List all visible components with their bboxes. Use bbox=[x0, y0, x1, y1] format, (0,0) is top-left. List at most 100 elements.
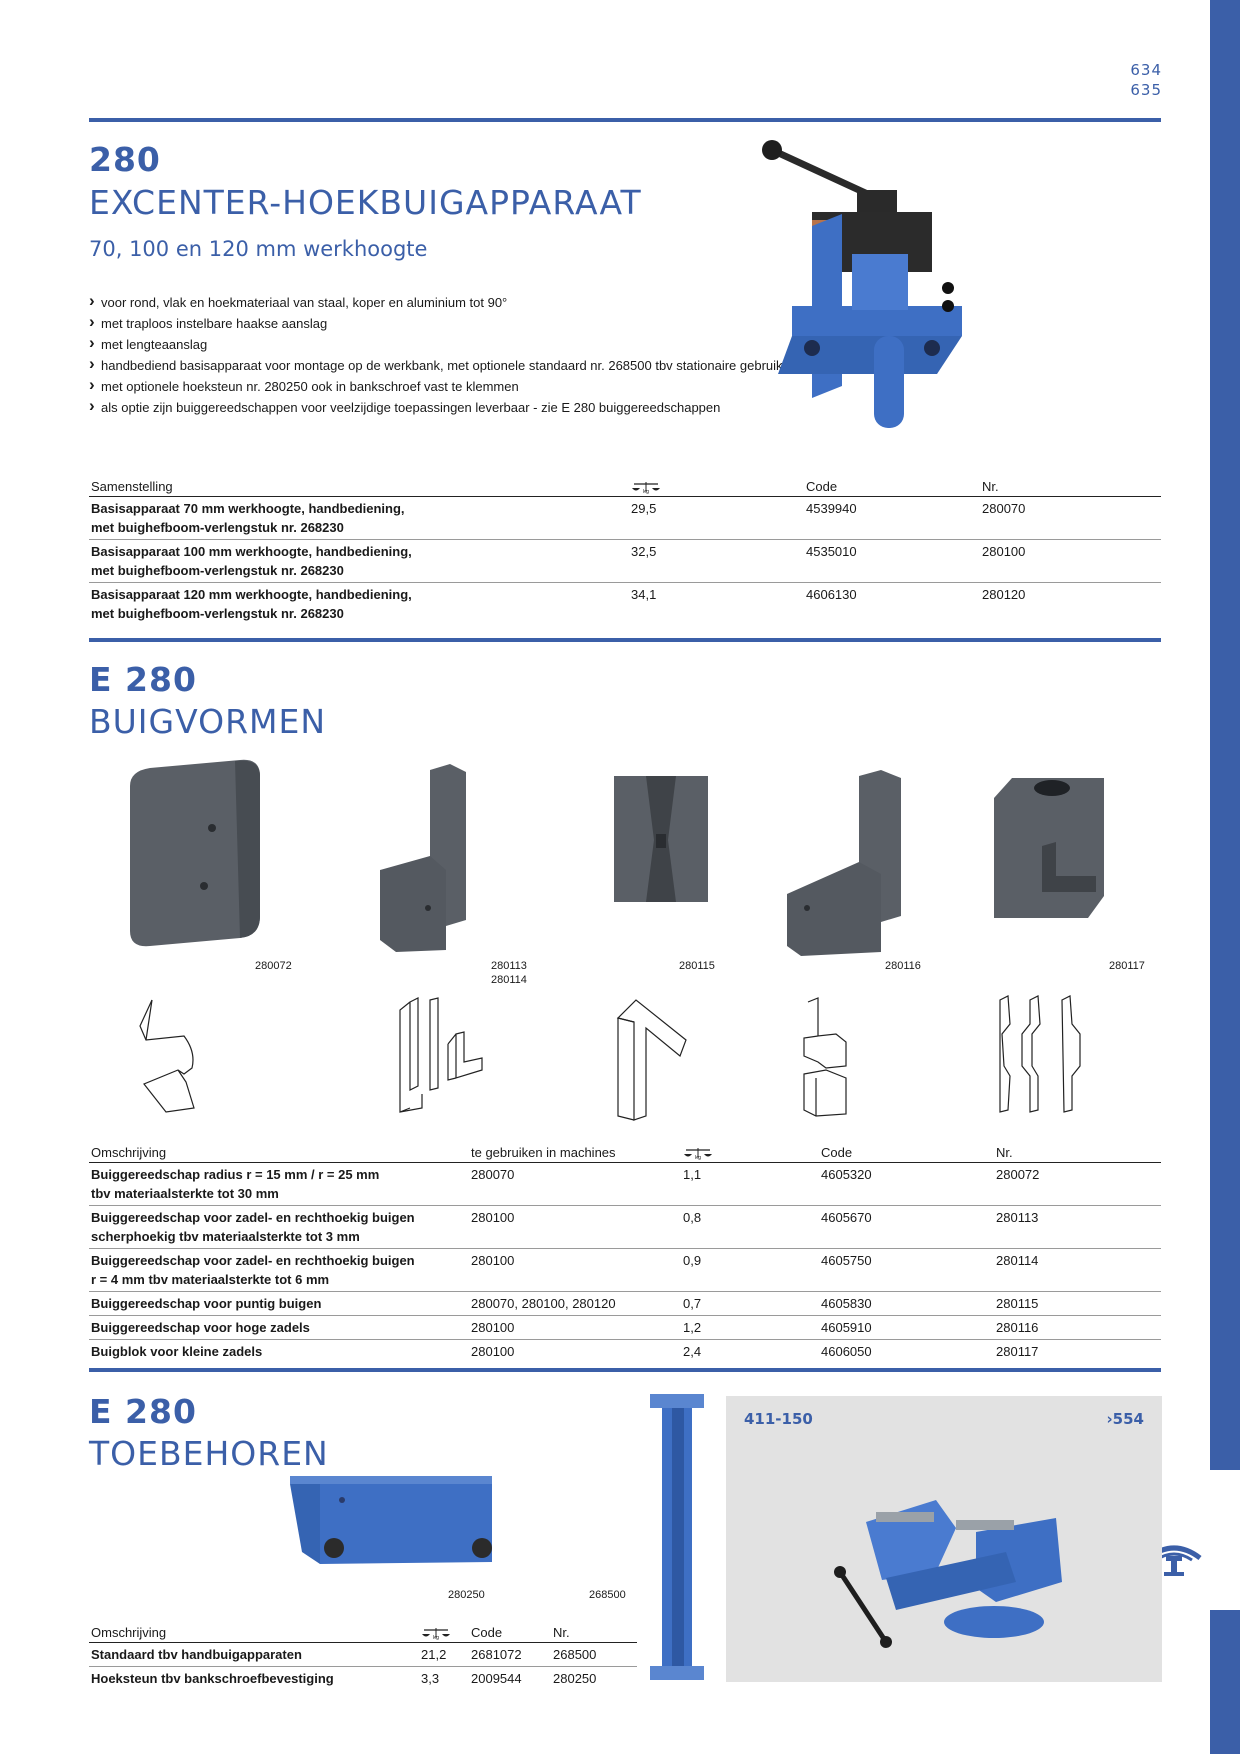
row-description: Hoeksteun tbv bankschroefbevestiging bbox=[91, 1670, 334, 1686]
col-header-description: Omschrijving bbox=[89, 1142, 469, 1163]
col-header-code: Code bbox=[804, 476, 980, 497]
row-code: 4606130 bbox=[806, 586, 857, 602]
feature-item: handbediend basisapparaat voor montage o… bbox=[89, 353, 783, 376]
table-row: Basisapparaat 100 mm werkhoogte, handbed… bbox=[89, 539, 1161, 583]
page-number-right: 635 bbox=[1130, 81, 1162, 99]
row-description: Standaard tbv handbuigapparaten bbox=[89, 1642, 419, 1667]
row-weight: 1,2 bbox=[681, 1315, 819, 1340]
table-row: Buiggereedschap voor zadel- en rechthoek… bbox=[89, 1248, 1161, 1292]
row-weight: 34,1 bbox=[631, 586, 657, 602]
section-title: BUIGVORMEN bbox=[89, 702, 327, 741]
row-code: 4605750 bbox=[819, 1248, 994, 1292]
row-nr: 280117 bbox=[996, 1343, 1039, 1359]
part-label: 268500 bbox=[589, 1589, 626, 1601]
table-row: Buiggereedschap radius r = 15 mm / r = 2… bbox=[89, 1162, 1161, 1206]
tool-photo-280117 bbox=[994, 778, 1104, 918]
tool-photo-280113 bbox=[380, 764, 466, 952]
bend-shape-drawing bbox=[616, 999, 687, 1121]
row-description-line2: scherphoekig tbv materiaalsterkte tot 3 … bbox=[91, 1228, 360, 1244]
section-subtitle: 70, 100 en 120 mm werkhoogte bbox=[89, 237, 428, 261]
col-header-weight: kg bbox=[629, 476, 804, 497]
row-nr: 280100 bbox=[980, 539, 1161, 583]
composition-table: Samenstelling kg Code Nr. Basisapparaat … bbox=[89, 476, 1161, 625]
row-weight: 21,2 bbox=[419, 1642, 469, 1667]
section-number: E 280 bbox=[89, 660, 197, 699]
page-numbers: 634 635 bbox=[1130, 60, 1162, 100]
row-weight: 2,4 bbox=[683, 1343, 702, 1359]
row-description: Buiggereedschap voor puntig buigen bbox=[89, 1291, 469, 1316]
bend-shape-drawing bbox=[399, 997, 483, 1113]
table-row: Basisapparaat 70 mm werkhoogte, handbedi… bbox=[89, 496, 1161, 540]
row-weight: 29,5 bbox=[629, 496, 804, 540]
table-row: Buiggereedschap voor puntig buigen 28007… bbox=[89, 1291, 1161, 1316]
row-weight: 0,7 bbox=[681, 1291, 819, 1316]
row-weight: 0,9 bbox=[681, 1248, 819, 1292]
row-weight: 1,1 bbox=[681, 1162, 819, 1206]
part-label: 280116 bbox=[885, 960, 921, 972]
sidebar-gap bbox=[1210, 1470, 1240, 1610]
col-header-nr: Nr. bbox=[551, 1622, 637, 1643]
vice-page-link[interactable]: ›554 bbox=[1106, 1410, 1145, 1428]
row-nr: 280116 bbox=[994, 1315, 1161, 1340]
row-description-line2: r = 4 mm tbv materiaalsterkte tot 6 mm bbox=[91, 1271, 330, 1287]
section-number: 280 bbox=[89, 140, 161, 179]
col-header-nr: Nr. bbox=[980, 476, 1161, 497]
row-description: Buiggereedschap voor hoge zadels bbox=[89, 1315, 469, 1340]
row-weight: 3,3 bbox=[421, 1670, 440, 1686]
col-header-weight: kg bbox=[419, 1622, 469, 1643]
row-description-line2: met buighefboom-verlengstuk nr. 268230 bbox=[91, 519, 344, 535]
row-machines: 280070 bbox=[469, 1162, 681, 1206]
weight-scale-icon: kg bbox=[632, 481, 660, 494]
row-code: 4605320 bbox=[819, 1162, 994, 1206]
row-nr: 280115 bbox=[994, 1291, 1161, 1316]
bend-shape-drawing bbox=[139, 999, 195, 1113]
col-header-composition: Samenstelling bbox=[89, 476, 629, 497]
row-weight: 32,5 bbox=[629, 539, 804, 583]
row-nr: 280070 bbox=[980, 496, 1161, 540]
section-rule bbox=[89, 638, 1161, 642]
section-title: TOEBEHOREN bbox=[89, 1434, 329, 1473]
row-nr: 280113 bbox=[994, 1205, 1161, 1249]
row-description: Buiggereedschap voor zadel- en rechthoek… bbox=[91, 1209, 415, 1225]
svg-text:kg: kg bbox=[695, 1155, 701, 1160]
col-header-weight: kg bbox=[681, 1142, 819, 1163]
row-nr: 280072 bbox=[994, 1162, 1161, 1206]
row-machines: 280100 bbox=[469, 1248, 681, 1292]
part-label: 280113 bbox=[491, 960, 527, 972]
row-code: 2009544 bbox=[471, 1670, 522, 1686]
table-row: Standaard tbv handbuigapparaten 21,2 268… bbox=[89, 1642, 637, 1667]
row-nr: 268500 bbox=[551, 1642, 637, 1667]
feature-item: voor rond, vlak en hoekmateriaal van sta… bbox=[89, 290, 783, 313]
row-code: 4605910 bbox=[819, 1315, 994, 1340]
row-nr: 280120 bbox=[982, 586, 1026, 602]
row-code: 4606050 bbox=[821, 1343, 872, 1359]
vice-reference-panel: 411-150 ›554 bbox=[726, 1396, 1162, 1682]
row-description-line2: met buighefboom-verlengstuk nr. 268230 bbox=[91, 605, 344, 621]
row-machines: 280100 bbox=[471, 1343, 515, 1359]
page-number-left: 634 bbox=[1130, 61, 1162, 79]
vice-reference-number: 411-150 bbox=[744, 1410, 813, 1428]
section-rule bbox=[89, 1368, 1161, 1372]
stand-photo bbox=[650, 1394, 704, 1680]
tool-photo-280072 bbox=[130, 759, 260, 947]
tool-photo-280116 bbox=[787, 770, 901, 956]
table-row: Hoeksteun tbv bankschroefbevestiging 3,3… bbox=[89, 1666, 637, 1690]
part-label: 280114 bbox=[491, 974, 527, 986]
table-row: Buigblok voor kleine zadels 280100 2,4 4… bbox=[89, 1339, 1161, 1363]
svg-text:kg: kg bbox=[433, 1635, 439, 1640]
row-machines: 280070, 280100, 280120 bbox=[469, 1291, 681, 1316]
row-description: Basisapparaat 70 mm werkhoogte, handbedi… bbox=[91, 500, 405, 516]
weight-scale-icon: kg bbox=[684, 1147, 712, 1160]
col-header-code: Code bbox=[819, 1142, 994, 1163]
section-title: EXCENTER-HOEKBUIGAPPARAAT bbox=[89, 183, 642, 222]
row-description: Buigblok voor kleine zadels bbox=[91, 1343, 263, 1359]
row-machines: 280100 bbox=[469, 1205, 681, 1249]
part-label: 280250 bbox=[448, 1589, 485, 1601]
feature-item: met optionele hoeksteun nr. 280250 ook i… bbox=[89, 374, 783, 397]
row-description-line2: met buighefboom-verlengstuk nr. 268230 bbox=[91, 562, 344, 578]
col-header-code: Code bbox=[469, 1622, 551, 1643]
col-header-machines: te gebruiken in machines bbox=[469, 1142, 681, 1163]
row-code: 4605670 bbox=[819, 1205, 994, 1249]
sidebar-strip-bottom bbox=[1210, 1610, 1240, 1754]
feature-item: met traploos instelbare haakse aanslag bbox=[89, 311, 783, 334]
